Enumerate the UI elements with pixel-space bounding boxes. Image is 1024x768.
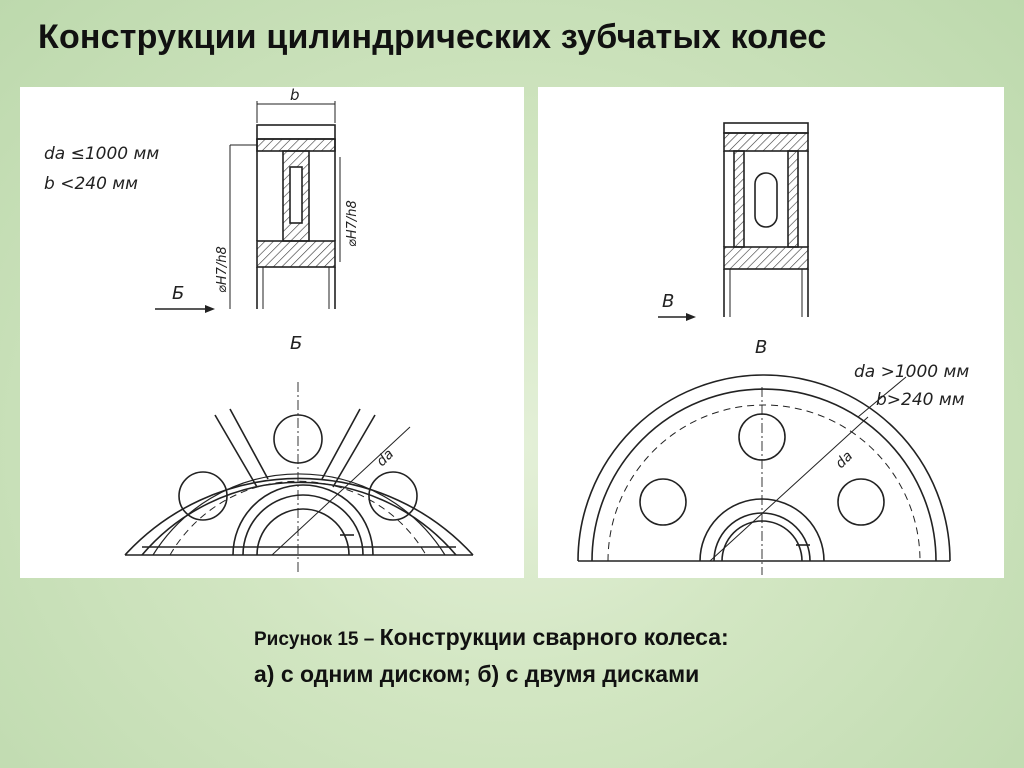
dim-width-label: b (290, 87, 300, 104)
view-title: В (755, 337, 767, 358)
two-disk-wheel-drawing: В В da >1000 мм b>240 мм da (577, 122, 969, 575)
caption-title: Конструкции сварного колеса: (379, 624, 729, 650)
figure-caption: Рисунок 15 – Конструкции сварного колеса… (254, 624, 729, 688)
caption-dash: – (358, 629, 380, 650)
single-disk-wheel-drawing: b da ≤1000 мм b <240 мм ⌀H7/h8 ⌀H7/h8 Б … (44, 87, 474, 572)
width-constraint-label: b <240 мм (44, 174, 138, 194)
drawing-panel-single-disk: b da ≤1000 мм b <240 мм ⌀H7/h8 ⌀H7/h8 Б … (20, 87, 524, 578)
figure-number: Рисунок 15 (254, 629, 359, 650)
fit-label-left: ⌀H7/h8 (215, 246, 230, 293)
view-arrow-label: Б (172, 283, 184, 304)
diameter-constraint-label: da ≤1000 мм (44, 144, 159, 164)
caption-subtitle: а) с одним диском; б) с двумя дисками (254, 661, 700, 687)
diameter-label: da (374, 446, 398, 470)
width-constraint-label: b>240 мм (876, 390, 965, 410)
slide-title: Конструкции цилиндрических зубчатых коле… (38, 18, 827, 56)
view-arrow-label: В (662, 291, 674, 312)
drawing-panel-two-disks: В В da >1000 мм b>240 мм da (538, 87, 1004, 578)
fit-label-right: ⌀H7/h8 (345, 200, 360, 247)
diameter-label: da (833, 448, 857, 472)
view-title: Б (290, 333, 302, 354)
diameter-constraint-label: da >1000 мм (854, 362, 969, 382)
